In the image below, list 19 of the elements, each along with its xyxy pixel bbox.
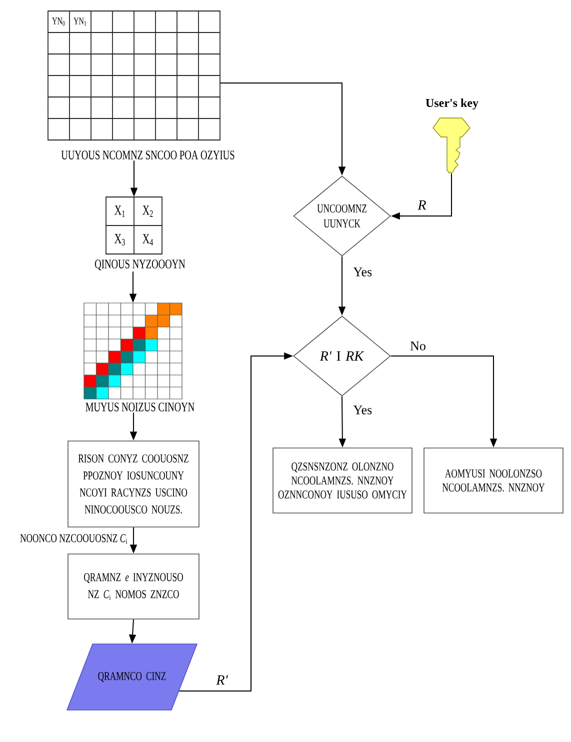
block-label: X$_{3}$: [114, 234, 125, 246]
edge-label: Yes: [353, 406, 372, 414]
pixel-label: YN$_{0}$: [52, 18, 65, 26]
edge-label: NOONCO NZCOOUOSNZ C$_{i}$: [20, 534, 128, 544]
edge-label: Yes: [353, 268, 372, 276]
block-title: QINOUS NYZOOOYN: [95, 260, 186, 270]
process-box: AOMYUSI NOOLONZSO NCOOLAMNZS. NNZNOY: [424, 448, 564, 514]
key-label: User's key: [426, 98, 478, 110]
edge-label: R': [216, 675, 228, 685]
pixel-label: YN$_{1}$: [74, 18, 86, 26]
grid-title: UUYOUS NCOMNZ SNCOO POA OZYIUS: [61, 150, 234, 160]
process-box: QZSNSNZONZ OLONZNO NCOOLAMNZS. NNZNOY OZNNCONOY IUSUSO OMYCIY: [272, 448, 412, 514]
grid-title: MUYUS NOIZUS CINOYN: [86, 402, 194, 412]
block-label: X$_{4}$: [142, 234, 154, 246]
edge-label: No: [410, 342, 426, 350]
edge-label: R: [418, 200, 426, 210]
process-box: RISON CONYZ COOUOSNZ PPOZNOY IOSUNCOUNY NCOYI RACYNZS USCINO NINOCOOUSCO NOUZS.: [68, 440, 200, 528]
block-label: X$_{2}$: [142, 206, 153, 217]
block-label: X$_{1}$: [114, 206, 125, 217]
